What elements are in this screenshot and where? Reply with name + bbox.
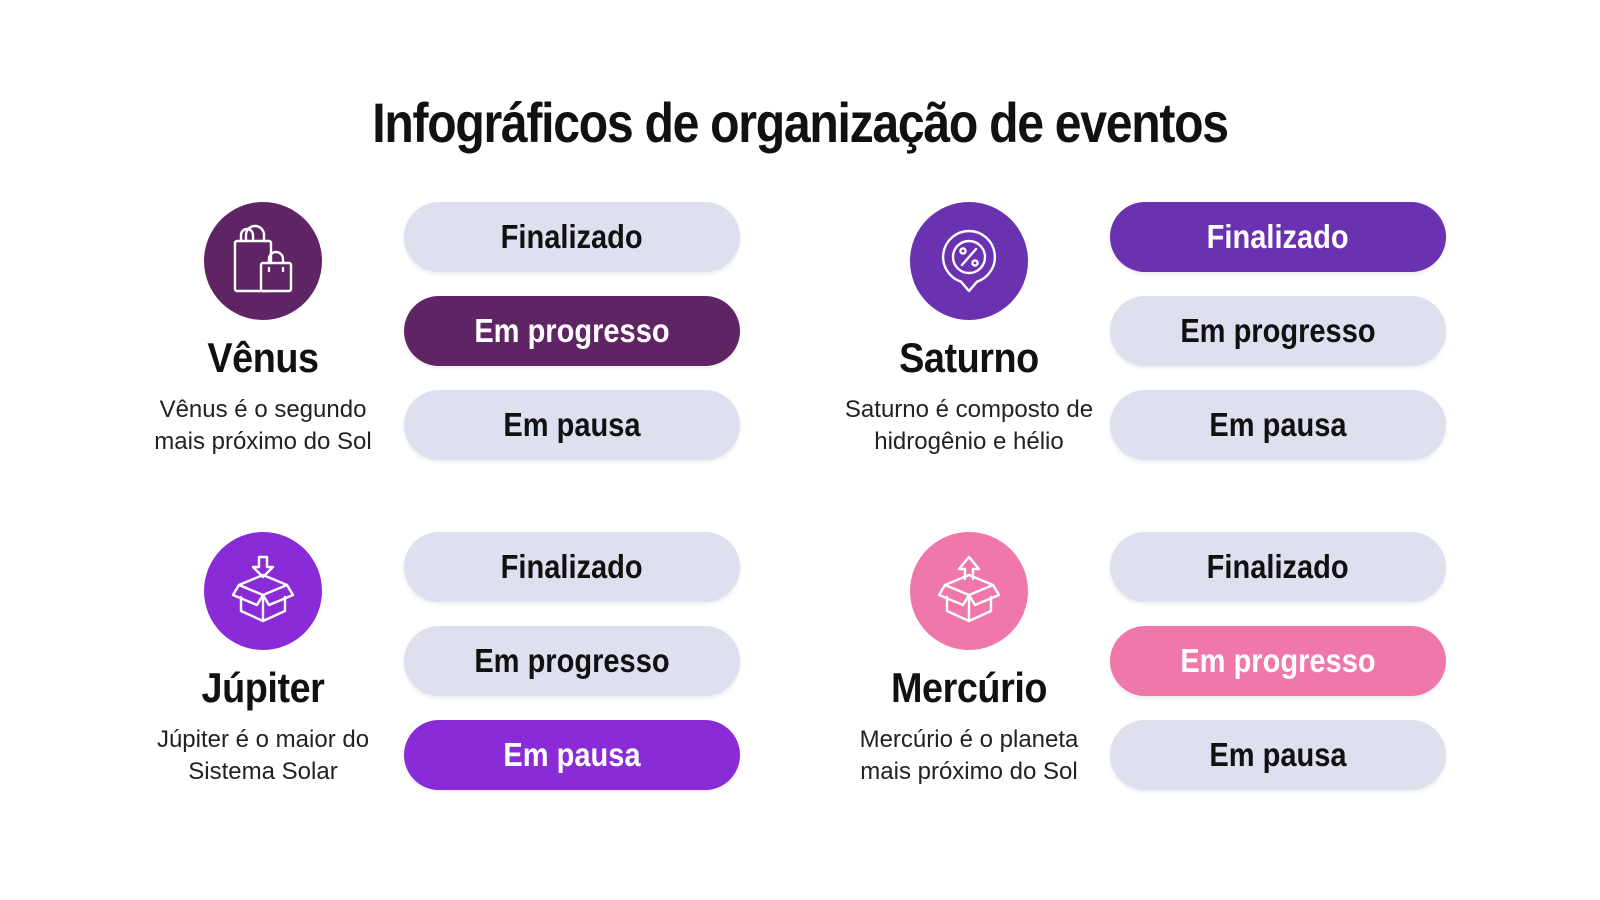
card-saturno: Saturno Saturno é composto de hidrogênio… [828, 202, 1528, 462]
icon-badge [204, 202, 322, 320]
planet-info: Júpiter Júpiter é o maior do Sistema Sol… [122, 532, 402, 792]
box-upload-icon [937, 555, 1001, 623]
status-pill-em-pausa[interactable]: Em pausa [404, 390, 740, 460]
status-pill-finalizado[interactable]: Finalizado [404, 202, 740, 272]
icon-badge [910, 202, 1028, 320]
status-pill-em-progresso[interactable]: Em progresso [404, 296, 740, 366]
planet-description: Júpiter é o maior do Sistema Solar [156, 726, 370, 785]
planet-description: Vênus é o segundo mais próximo do Sol [154, 396, 372, 455]
status-pill-finalizado[interactable]: Finalizado [404, 532, 740, 602]
planet-info: Saturno Saturno é composto de hidrogênio… [828, 202, 1108, 462]
planet-description: Mercúrio é o planeta mais próximo do Sol [859, 726, 1079, 785]
status-pill-em-progresso[interactable]: Em progresso [1110, 626, 1446, 696]
planet-description: Saturno é composto de hidrogênio e hélio [844, 396, 1094, 455]
status-pill-em-pausa[interactable]: Em pausa [1110, 720, 1446, 790]
status-pill-em-pausa[interactable]: Em pausa [404, 720, 740, 790]
status-pill-em-pausa[interactable]: Em pausa [1110, 390, 1446, 460]
status-pill-em-progresso[interactable]: Em progresso [404, 626, 740, 696]
status-pill-finalizado[interactable]: Finalizado [1110, 532, 1446, 602]
shopping-bags-icon [233, 224, 293, 293]
planet-name: Vênus [207, 334, 319, 381]
icon-badge [910, 532, 1028, 650]
icon-badge [204, 532, 322, 650]
planet-info: Vênus Vênus é o segundo mais próximo do … [122, 202, 402, 462]
card-mercurio: Mercúrio Mercúrio é o planeta mais próxi… [828, 532, 1528, 792]
planet-name: Mercúrio [890, 664, 1048, 711]
planet-name: Saturno [899, 334, 1039, 381]
page-title: Infográficos de organização de eventos [372, 91, 1229, 154]
planet-info: Mercúrio Mercúrio é o planeta mais próxi… [828, 532, 1108, 792]
status-pill-finalizado[interactable]: Finalizado [1110, 202, 1446, 272]
discount-location-icon [941, 229, 997, 293]
planet-name: Júpiter [201, 664, 325, 711]
card-jupiter: Júpiter Júpiter é o maior do Sistema Sol… [122, 532, 822, 792]
status-pill-em-progresso[interactable]: Em progresso [1110, 296, 1446, 366]
box-download-icon [231, 555, 295, 623]
card-venus: Vênus Vênus é o segundo mais próximo do … [122, 202, 822, 462]
